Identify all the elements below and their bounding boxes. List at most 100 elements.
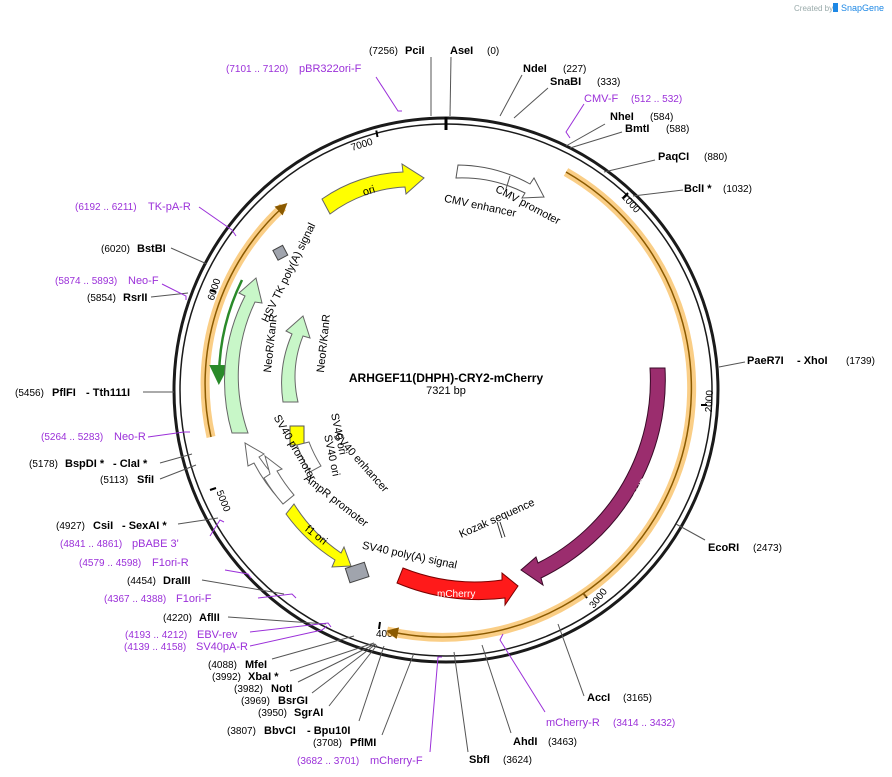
site-noti: NotI xyxy=(271,683,292,695)
site-paer7i: PaeR7I xyxy=(747,355,784,367)
site-asei: AseI xyxy=(450,45,473,57)
primer-pos-neo-r: (5264 .. 5283) xyxy=(41,432,103,443)
primer-pbabe: pBABE 3' xyxy=(132,538,179,550)
primer-pos-mcherry-f: (3682 .. 3701) xyxy=(297,756,359,767)
site-sbfi: SbfI xyxy=(469,754,490,766)
primer-pos-sv40pa-r: (4139 .. 4158) xyxy=(124,642,186,653)
site-pos-bspdi: (5178) xyxy=(29,459,58,470)
site-bspdi: BspDI * xyxy=(65,458,105,470)
primer-leader-lines xyxy=(147,76,585,753)
site-pos-bmti: (588) xyxy=(666,124,689,135)
cry2phr-feature xyxy=(520,367,666,587)
primer-pos-tk-pa-r: (6192 .. 6211) xyxy=(75,202,137,213)
sv40-promoter-feature xyxy=(296,441,322,473)
orf-neor-green xyxy=(209,279,244,385)
site-bbvci: BbvCI xyxy=(264,725,296,737)
site-pos-pflfi: (5456) xyxy=(15,388,44,399)
ticks xyxy=(209,130,707,630)
neor-outer-feature xyxy=(224,277,263,434)
site-pos-sfii: (5113) xyxy=(100,475,128,486)
site-pos-csii: (4927) xyxy=(56,521,85,532)
site-xhoi: - XhoI xyxy=(797,355,828,367)
kozak-marker xyxy=(496,521,506,539)
site-pos-pflmi: (3708) xyxy=(313,738,342,749)
site-bmti: BmtI xyxy=(625,123,649,135)
site-mfei: MfeI xyxy=(245,659,267,671)
site-tth111i: - Tth111I xyxy=(86,387,130,399)
site-pos-paqci: (880) xyxy=(704,152,727,163)
site-clai: - ClaI * xyxy=(113,458,148,470)
site-ndei: NdeI xyxy=(523,63,547,75)
site-rsrii: RsrII xyxy=(123,292,147,304)
site-bpu10i: - Bpu10I xyxy=(307,725,350,737)
primer-pos-pbabe: (4841 .. 4861) xyxy=(60,539,122,550)
tick-2000: 2000 xyxy=(704,389,716,412)
primer-pos-ebv-rev: (4193 .. 4212) xyxy=(125,630,187,641)
site-sexai: - SexAI * xyxy=(122,520,167,532)
primer-labels: (7101 .. 7120) pBR322ori-F CMV-F (512 ..… xyxy=(41,63,682,767)
site-pos-ahdi: (3463) xyxy=(548,737,577,748)
primer-pos-mcherry-r: (3414 .. 3432) xyxy=(613,718,675,729)
kozak-label: Kozak sequence xyxy=(457,497,536,541)
hsv-tk-polya-feature xyxy=(272,244,289,261)
site-csii: CsiI xyxy=(93,520,113,532)
primer-pos-pbr322: (7101 .. 7120) xyxy=(226,64,288,75)
site-pflmi: PflMI xyxy=(350,737,376,749)
site-acci: AccI xyxy=(587,692,610,704)
site-pos-draiii: (4454) xyxy=(127,576,156,587)
site-sfii: SfiI xyxy=(137,474,154,486)
brand-prefix: Created by xyxy=(794,4,833,13)
site-pos-sgrai: (3950) xyxy=(258,708,287,719)
site-sgrai: SgrAI xyxy=(294,707,323,719)
site-ecori: EcoRI xyxy=(708,542,739,554)
orf-cry2-mcherry-line xyxy=(386,171,693,640)
site-pos-acci: (3165) xyxy=(623,693,652,704)
sv40-polya-label: SV40 poly(A) signal xyxy=(361,540,458,572)
site-pos-sbfi: (3624) xyxy=(503,755,532,766)
primer-pos-f1ori-f: (4367 .. 4388) xyxy=(104,594,166,605)
tick-5000: 5000 xyxy=(213,489,232,514)
site-pos-rsrii: (5854) xyxy=(87,293,116,304)
plasmid-size: 7321 bp xyxy=(426,385,466,397)
primer-mcherry-r: mCherry-R xyxy=(546,717,600,729)
site-pos-ndei: (227) xyxy=(563,64,586,75)
brand-name: SnapGene xyxy=(841,3,884,13)
primer-f1ori-f: F1ori-F xyxy=(176,593,212,605)
site-bsrgi: BsrGI xyxy=(278,695,308,707)
site-draiii: DraIII xyxy=(163,575,191,587)
primer-tk-pa-r: TK-pA-R xyxy=(148,201,191,213)
site-pos-paer7i: (1739) xyxy=(846,356,875,367)
primer-f1ori-r: F1ori-R xyxy=(152,557,189,569)
site-nhei: NheI xyxy=(610,111,634,123)
site-pcii: PciI xyxy=(405,45,425,57)
sv40-polya-feature xyxy=(344,561,370,584)
primer-neo-r: Neo-R xyxy=(114,431,146,443)
site-paqci: PaqCI xyxy=(658,151,689,163)
site-pos-bstbi: (6020) xyxy=(101,244,130,255)
leader-lines xyxy=(143,56,746,753)
primer-pos-cmv-f: (512 .. 532) xyxy=(631,94,682,105)
site-bstbi: BstBI xyxy=(137,243,166,255)
site-ahdi: AhdI xyxy=(513,736,537,748)
site-labels: (7256) PciI AseI (0) NdeI (227) SnaBI (3… xyxy=(15,45,875,766)
primer-pos-neo-f: (5874 .. 5893) xyxy=(55,276,117,287)
primer-mcherry-f: mCherry-F xyxy=(370,755,423,767)
orf-neor-outer-line xyxy=(204,202,288,438)
neor-inner-label: NeoR/KanR xyxy=(315,314,333,374)
f1ori-feature xyxy=(285,503,352,568)
site-pos-afli: (4220) xyxy=(163,613,192,624)
primer-pos-f1ori-r: (4579 .. 4598) xyxy=(79,558,141,569)
ori-feature xyxy=(321,163,425,215)
site-pos-snabi: (333) xyxy=(597,77,620,88)
ampr-promoter-label: AmpR promoter xyxy=(302,472,371,529)
site-pos-pcii: (7256) xyxy=(369,46,398,57)
neor-inner-feature xyxy=(281,315,311,403)
ori-label: ori xyxy=(361,184,376,199)
site-pos-bcli: (1032) xyxy=(723,184,752,195)
primer-pbr322: pBR322ori-F xyxy=(299,63,362,75)
site-pos-mfei: (4088) xyxy=(208,660,237,671)
site-bcli: BclI * xyxy=(684,183,712,195)
primer-sv40pa-r: SV40pA-R xyxy=(196,641,248,653)
